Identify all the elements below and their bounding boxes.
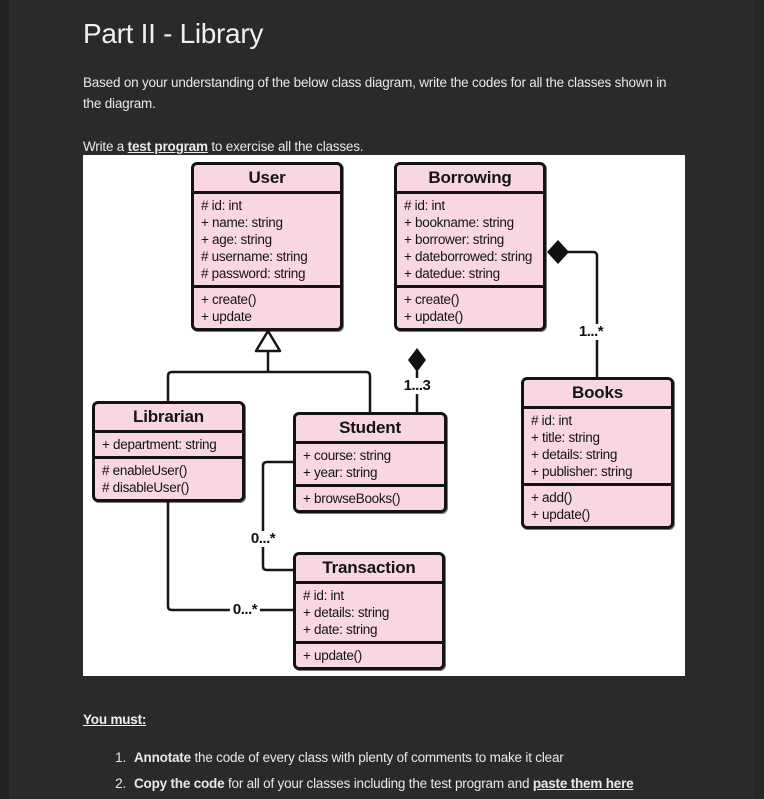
requirements-section: You must: 1. Annotate the code of every …	[83, 712, 723, 799]
class-borrowing: Borrowing # id: int + bookname: string +…	[394, 162, 546, 331]
class-librarian-methods: # enableUser() # disableUser()	[95, 456, 242, 499]
association-librarian-transaction-line	[166, 502, 293, 612]
class-books-attributes: # id: int + title: string + details: str…	[524, 406, 671, 483]
class-student-name: Student	[339, 418, 401, 437]
class-books-methods: + add() + update()	[524, 483, 671, 526]
class-user-methods: + create() + update	[194, 285, 340, 328]
uml-connectors	[166, 240, 599, 612]
list-item-rest: the code of every class with plenty of c…	[190, 750, 564, 765]
class-user-name: User	[248, 168, 286, 187]
composition-diamond-borrowing-books-icon	[547, 240, 569, 264]
multiplicity-librarian-transaction: 0...*	[229, 602, 261, 618]
viewport-left-edge	[0, 0, 9, 799]
generalization-triangle-icon	[254, 329, 282, 353]
class-student-attributes: + course: string + year: string	[296, 441, 444, 484]
you-must-heading: You must:	[83, 712, 147, 727]
class-librarian-attributes: + department: string	[95, 430, 242, 456]
list-item: 2. Copy the code for all of your classes…	[83, 771, 723, 797]
class-borrowing-name: Borrowing	[428, 168, 512, 187]
class-borrowing-attributes: # id: int + bookname: string + borrower:…	[397, 191, 543, 285]
test-program-link[interactable]: test program	[127, 139, 208, 154]
list-item-text: Copy the code for all of your classes in…	[134, 771, 634, 797]
list-item-bold: Copy the code	[134, 776, 225, 791]
association-student-transaction-line	[261, 460, 293, 572]
class-books: Books # id: int + title: string + detail…	[521, 377, 674, 529]
class-student: Student + course: string + year: string …	[293, 412, 447, 513]
composition-borrowing-books-line	[567, 250, 599, 377]
document-header: Part II - Library Based on your understa…	[83, 18, 693, 179]
page-title: Part II - Library	[83, 18, 264, 49]
generalization-bus	[166, 370, 372, 412]
multiplicity-borrowing-books: 1...*	[575, 324, 607, 340]
class-transaction-methods: + update()	[296, 641, 442, 667]
list-item-bold: Annotate	[134, 750, 191, 765]
list-item-number: 1.	[115, 750, 126, 765]
exercise-paragraph: Write a test program to exercise all the…	[83, 136, 693, 157]
composition-diamond-borrowing-student-icon	[408, 348, 426, 372]
class-user-attributes: # id: int + name: string + age: string #…	[194, 191, 340, 285]
list-item-rest: for all of your classes including the te…	[224, 776, 533, 791]
class-librarian: Librarian + department: string # enableU…	[92, 401, 245, 502]
exercise-suffix: to exercise all the classes.	[207, 139, 364, 154]
multiplicity-borrowing-student: 1...3	[400, 378, 434, 394]
list-item: 1. Annotate the code of every class with…	[83, 745, 723, 771]
class-books-name: Books	[572, 383, 623, 402]
paste-them-here-link[interactable]: paste them here	[532, 776, 634, 791]
intro-line-2: the diagram.	[83, 96, 156, 111]
intro-paragraph: Based on your understanding of the below…	[83, 72, 693, 114]
class-diagram-image: User # id: int + name: string + age: str…	[83, 155, 685, 676]
multiplicity-student-transaction: 0...*	[247, 531, 279, 547]
class-user: User # id: int + name: string + age: str…	[191, 162, 343, 331]
requirements-list: 1. Annotate the code of every class with…	[83, 745, 723, 799]
class-transaction: Transaction # id: int + details: string …	[293, 552, 445, 670]
viewport-right-edge	[755, 0, 764, 799]
exercise-prefix: Write a	[83, 139, 128, 154]
list-item-number: 2.	[115, 776, 126, 791]
class-student-methods: + browseBooks()	[296, 484, 444, 510]
class-borrowing-methods: + create() + update()	[397, 285, 543, 328]
class-transaction-name: Transaction	[322, 558, 416, 577]
list-item-text: Annotate the code of every class with pl…	[134, 745, 564, 771]
class-transaction-attributes: # id: int + details: string + date: stri…	[296, 581, 442, 641]
class-librarian-name: Librarian	[133, 407, 204, 426]
intro-line-1: Based on your understanding of the below…	[83, 75, 667, 90]
